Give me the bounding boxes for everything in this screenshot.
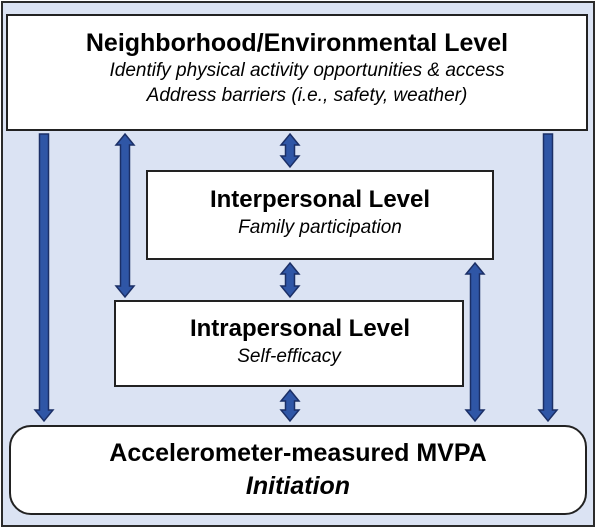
intrapersonal-level-title: Intrapersonal Level (189, 315, 411, 342)
neighborhood-level-line-2: Address barriers (i.e., safety, weather) (146, 85, 468, 106)
neighborhood-level-line-1: Identify physical activity opportunities… (109, 60, 505, 81)
interpersonal-level-box: Interpersonal Level Family participation (146, 170, 494, 260)
neighborhood-level-box: Neighborhood/Environmental Level Identif… (6, 14, 588, 131)
neighborhood-level-title: Neighborhood/Environmental Level (85, 29, 509, 57)
outcome-box: Accelerometer-measured MVPA Initiation (9, 425, 587, 515)
interpersonal-level-subtitle: Family participation (238, 217, 402, 238)
outcome-subtitle: Initiation (245, 472, 351, 500)
intrapersonal-level-subtitle: Self-efficacy (237, 346, 341, 367)
interpersonal-level-title: Interpersonal Level (209, 186, 431, 213)
outcome-title: Accelerometer-measured MVPA (109, 439, 487, 467)
intrapersonal-level-box: Intrapersonal Level Self-efficacy (114, 300, 464, 387)
